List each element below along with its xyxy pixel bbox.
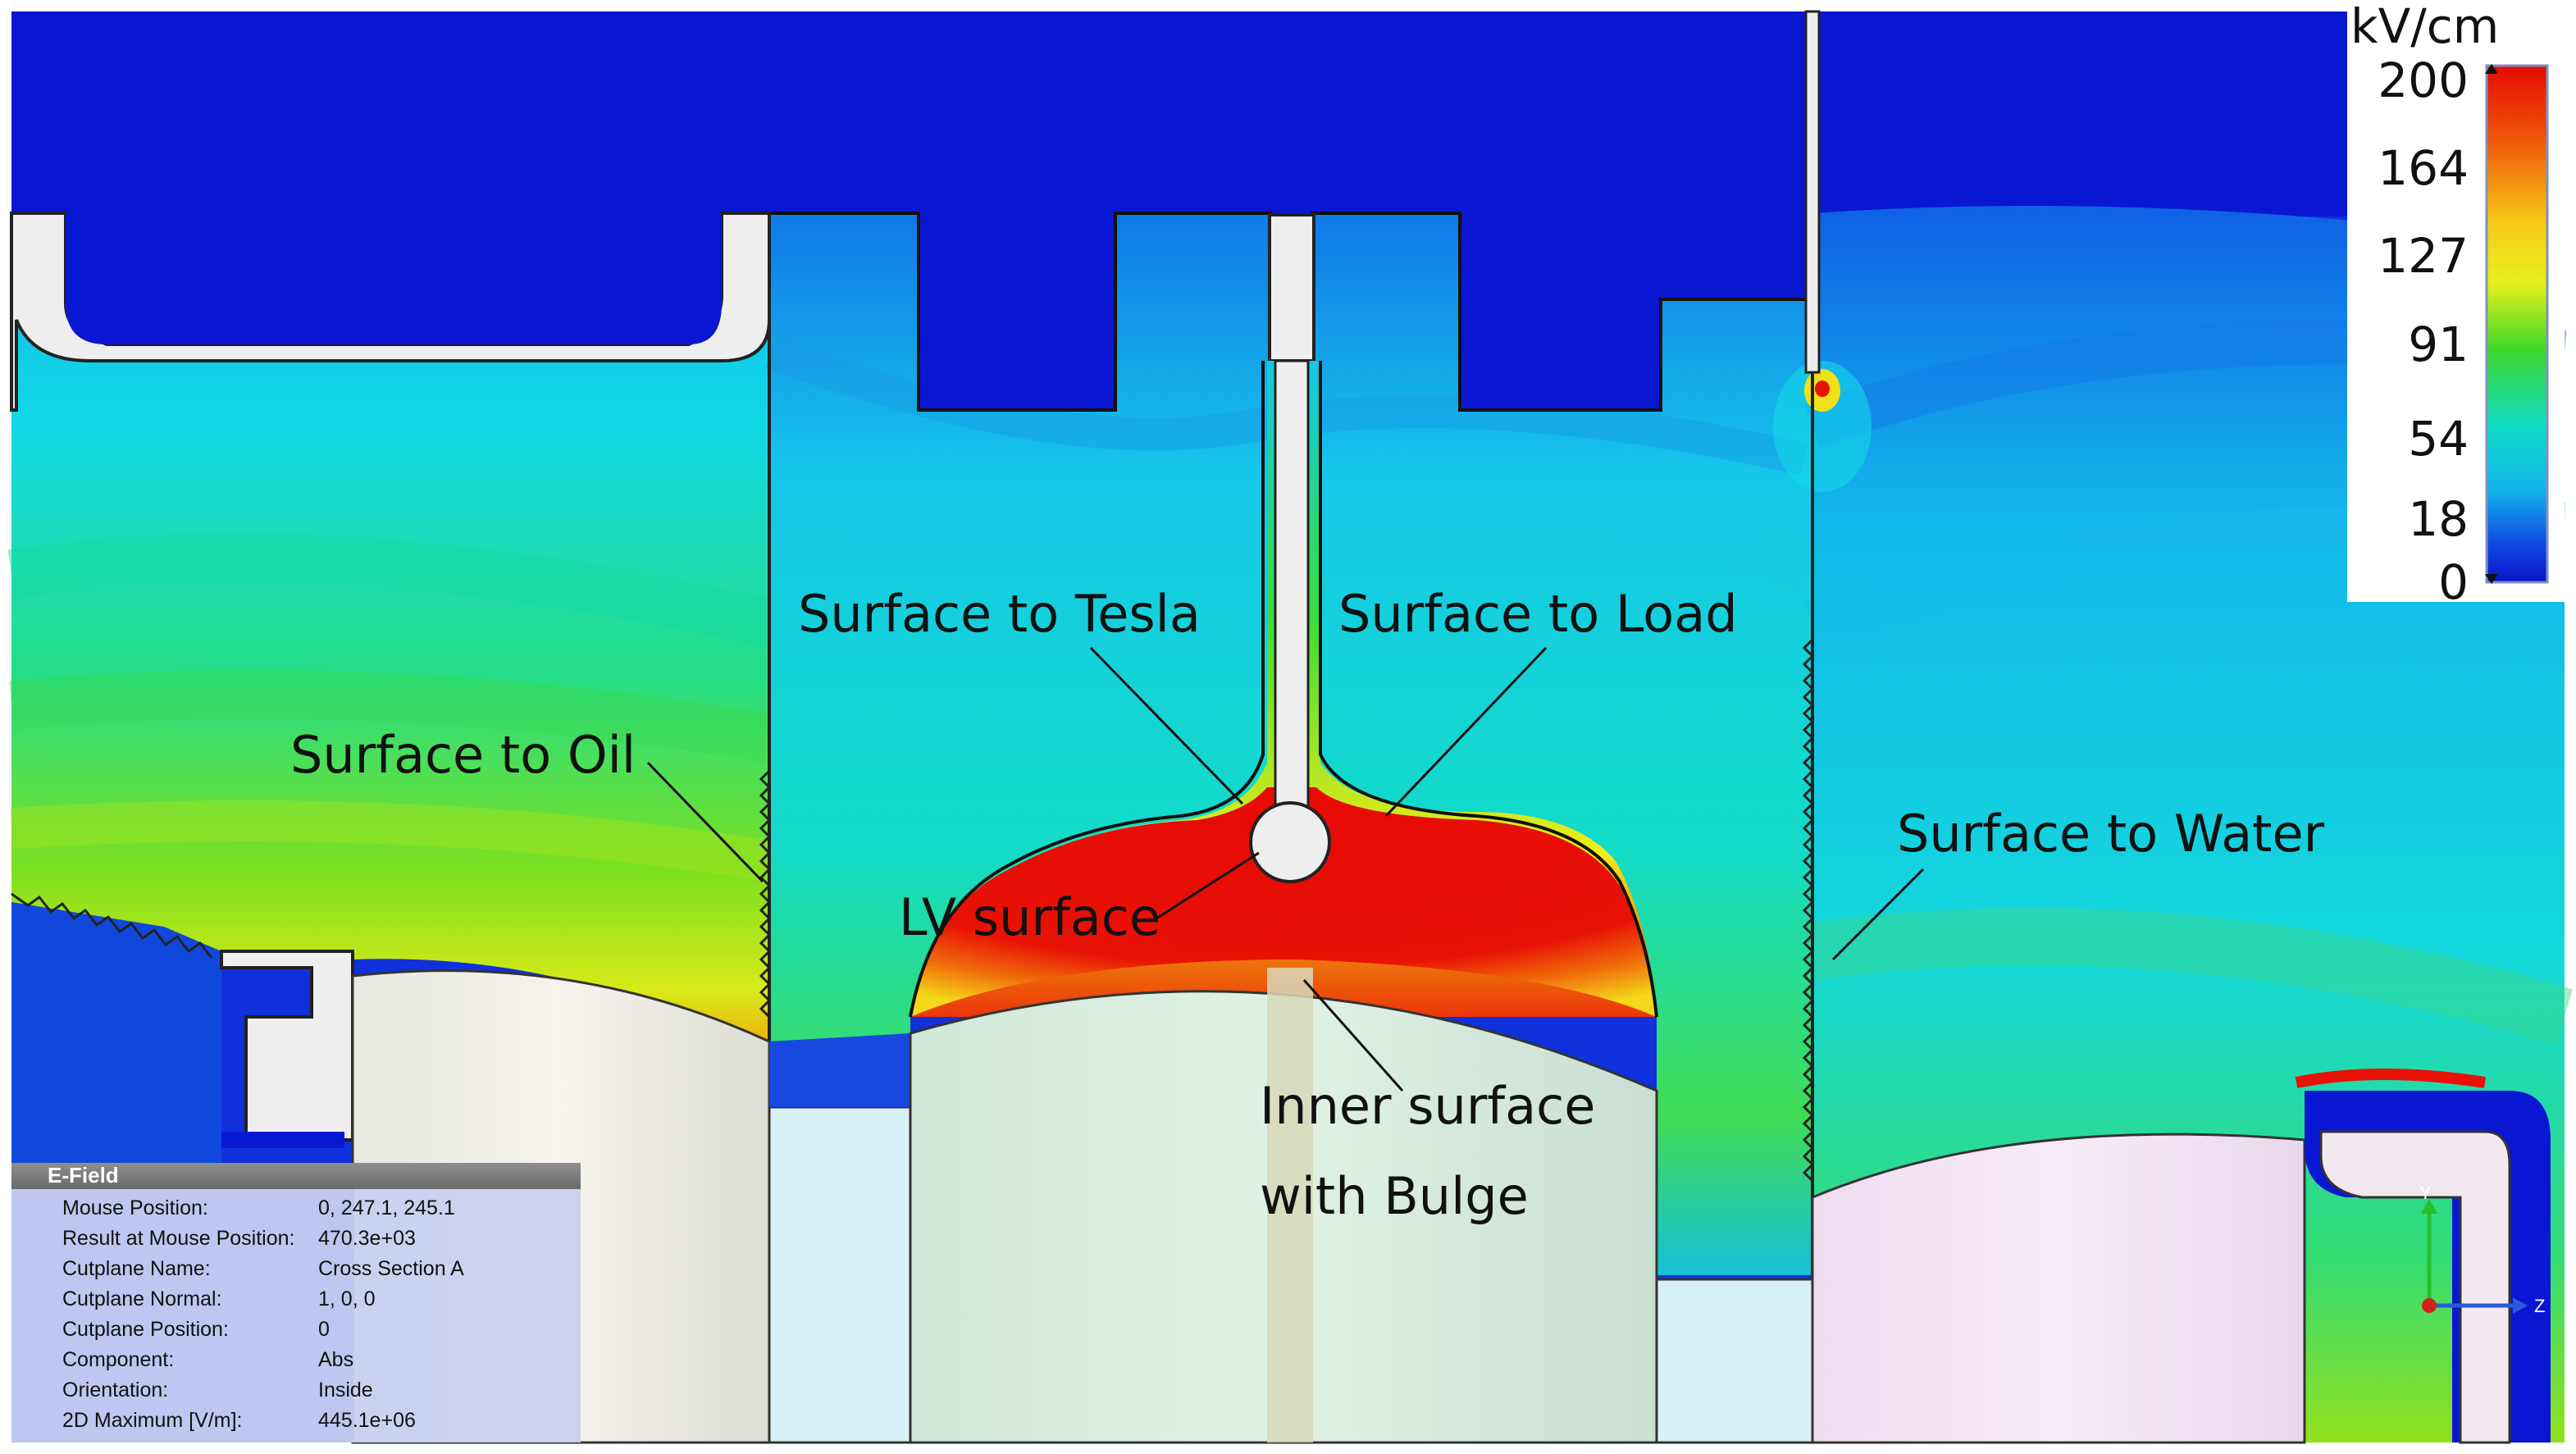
insulator-outline	[909, 361, 1265, 1018]
serrated-edge	[1802, 638, 1815, 1183]
label-inner-surface-line1: Inner surface	[1260, 1076, 1595, 1136]
conductor-ball	[1249, 801, 1331, 883]
label-lv-surface: LV surface	[899, 887, 1160, 947]
left-flange-gap	[221, 1132, 344, 1148]
oil-region	[11, 213, 769, 1058]
panel-row-value: Inside	[318, 1379, 373, 1402]
serrated-edge	[759, 769, 772, 1019]
label-surface-to-load: Surface to Load	[1338, 584, 1738, 644]
panel-row-label: Cutplane Name:	[62, 1257, 211, 1280]
colorbar-gradient	[2485, 64, 2549, 584]
top-pocket	[769, 213, 1115, 410]
right-cylinder	[1811, 1133, 2306, 1444]
feed-tube	[1268, 213, 1315, 362]
colorbar-max-marker	[2485, 64, 2498, 74]
center-conductor	[1274, 359, 1310, 822]
leader-surface-to-oil	[646, 761, 764, 883]
colorbar-tick: 200	[2378, 52, 2469, 108]
leader-surface-to-water	[1831, 868, 1925, 961]
left-gap-field	[769, 1033, 910, 1107]
label-inner-surface-line2: with Bulge	[1260, 1166, 1529, 1226]
panel-body	[11, 1163, 581, 1443]
colorbar-min-marker	[2485, 574, 2498, 584]
high-field-region	[910, 787, 1657, 1017]
panel-row-value: Abs	[318, 1348, 353, 1371]
panel-header	[11, 1163, 581, 1189]
colorbar-tick: 91	[2408, 317, 2469, 372]
panel-title: E-Field	[48, 1163, 119, 1187]
leader-inner-surface	[1302, 979, 1404, 1092]
panel-row-value: Cross Section A	[318, 1257, 464, 1280]
colorbar-tick: 18	[2408, 491, 2469, 547]
left-gap-tube	[768, 1105, 912, 1444]
panel-row-label: Orientation:	[62, 1379, 168, 1402]
leader-lv-surface	[1156, 851, 1260, 920]
top-left-pocket	[66, 213, 722, 344]
right-flange	[2319, 1130, 2511, 1444]
panel-row-value: 0, 247.1, 245.1	[318, 1196, 455, 1219]
panel-row-label: Result at Mouse Position:	[62, 1227, 294, 1250]
top-pocket	[1460, 213, 1812, 410]
serrated-edge	[11, 892, 213, 959]
panel-row-value: 1, 0, 0	[318, 1288, 376, 1310]
contour-band	[1808, 908, 2573, 1045]
panel-row-label: Mouse Position:	[62, 1196, 208, 1219]
center-rod	[1267, 968, 1313, 1443]
colorbar-tick: 0	[2438, 554, 2469, 610]
left-base-field	[11, 902, 221, 1165]
colorbar-tick: 164	[2378, 140, 2469, 196]
hotspot-core	[1815, 381, 1830, 397]
insulator-outline	[1319, 361, 1658, 1018]
right-edge-hotline	[2295, 1069, 2487, 1088]
panel-row-value: 470.3e+03	[318, 1227, 416, 1250]
label-surface-to-tesla: Surface to Tesla	[798, 584, 1201, 644]
colorbar-legend: kV/cm 200 164 127 91 54 18 0	[2347, 0, 2565, 610]
y-axis-arrowhead	[2421, 1199, 2437, 1214]
right-gap-tube	[1655, 1278, 1814, 1444]
label-surface-to-oil: Surface to Oil	[290, 725, 636, 785]
z-axis-label: Z	[2534, 1296, 2545, 1316]
panel-row-label: Cutplane Normal:	[62, 1288, 222, 1310]
colorbar-tick: 127	[2378, 228, 2469, 284]
leader-surface-to-load	[1384, 646, 1548, 818]
y-axis-label: Y	[2419, 1183, 2432, 1203]
panel-row-label: Cutplane Position:	[62, 1318, 229, 1341]
contour-band	[7, 533, 775, 648]
thin-electrode	[1804, 10, 1821, 374]
hotspot-glow	[1773, 361, 1872, 492]
panel-row-value: 445.1e+06	[318, 1409, 416, 1432]
panel-row-label: 2D Maximum [V/m]:	[62, 1409, 242, 1432]
leader-surface-to-tesla	[1089, 646, 1244, 805]
z-axis-arrowhead	[2513, 1297, 2528, 1314]
top-blue-region	[11, 11, 2565, 217]
x-axis-origin	[2422, 1298, 2437, 1313]
label-surface-to-water: Surface to Water	[1897, 804, 2325, 864]
panel-row-value: 0	[318, 1318, 330, 1341]
colorbar-tick: 54	[2408, 411, 2469, 467]
colorbar-unit: kV/cm	[2350, 0, 2499, 54]
contour-band	[10, 800, 773, 882]
panel-row-label: Component:	[62, 1348, 174, 1371]
efield-info-panel: E-Field Mouse Position: 0, 247.1, 245.1 …	[11, 1163, 581, 1443]
axes-triad[interactable]: Y Z	[2419, 1183, 2545, 1316]
contour-band	[9, 669, 773, 763]
